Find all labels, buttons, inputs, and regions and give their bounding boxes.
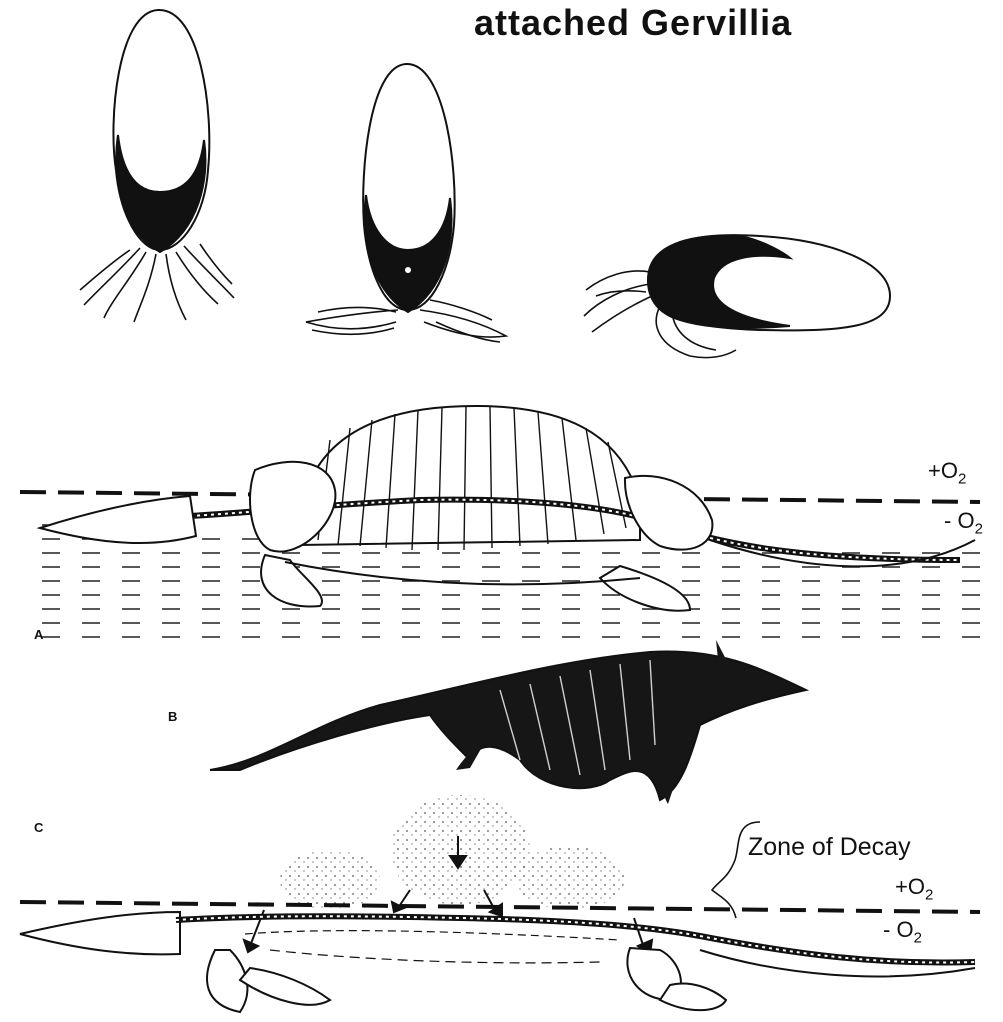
bivalve-shell-3 <box>584 235 890 358</box>
panel-label-a: A <box>34 627 43 642</box>
panel-label-b: B <box>168 709 177 724</box>
ichthyosaur-carcass-c <box>20 912 975 1012</box>
zone-of-decay-label: Zone of Decay <box>748 833 911 862</box>
ichthyosaur-carcass-b <box>210 640 806 804</box>
bivalve-shell-2 <box>306 64 506 342</box>
oxygen-absent-label-a: - O2 <box>944 508 983 537</box>
oxygen-present-label-c: +O2 <box>895 874 933 903</box>
bivalve-shell-1 <box>80 10 234 322</box>
panel-label-c: C <box>34 820 43 835</box>
oxygen-absent-label-c: - O2 <box>883 917 922 946</box>
oxygen-present-label-a: +O2 <box>928 458 966 487</box>
figure-title: attached Gervillia <box>474 2 792 44</box>
decay-cloud <box>280 795 625 910</box>
